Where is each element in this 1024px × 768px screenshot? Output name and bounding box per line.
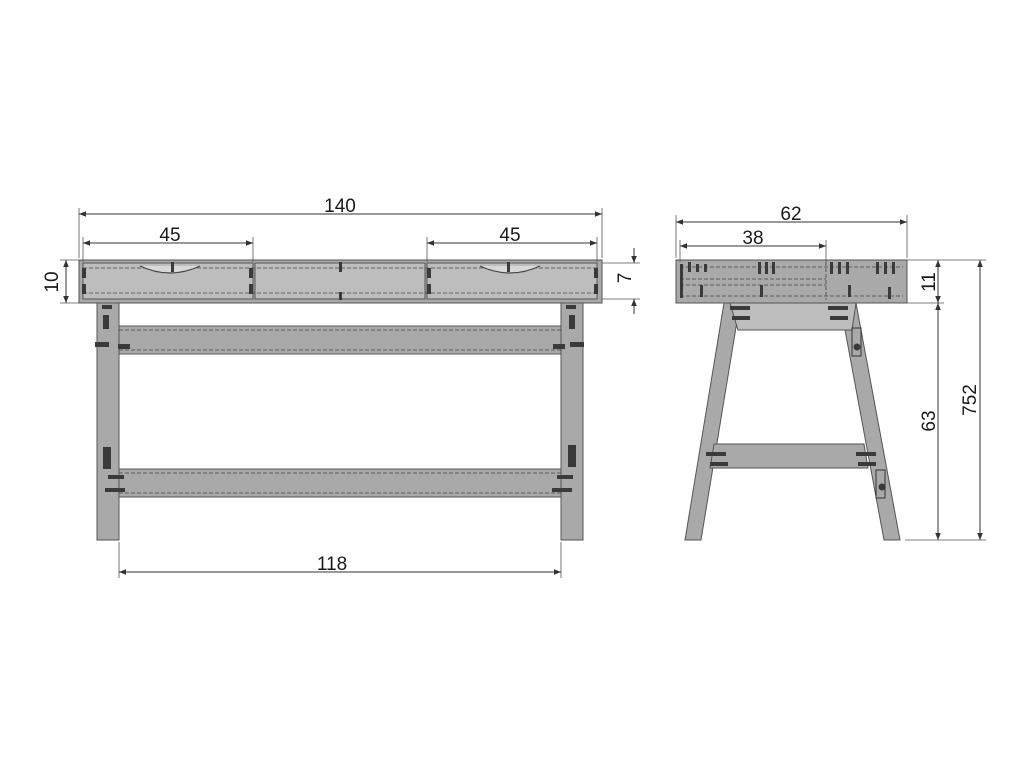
side-hardware [680,262,895,499]
side-left-leg [684,302,741,541]
side-right-leg [839,302,901,541]
front-lower-stretcher [118,468,562,498]
drawer-pull-left [139,265,201,274]
dim-leg-span: 118 [317,554,347,575]
side-tabletop [675,259,908,304]
front-left-leg [96,302,120,541]
dim-drawer-right-width: 45 [499,225,520,246]
dim-drawer-height: 7 [615,273,636,284]
front-right-leg [560,302,584,541]
side-lower-stretcher [709,443,869,469]
dim-overall-depth: 62 [780,204,801,225]
dim-leg-height: 63 [919,410,940,431]
side-dimensions: 62 38 11 63 752 [675,204,986,541]
dim-drawer-depth: 38 [742,228,763,249]
dim-side-top-thickness: 11 [919,272,940,292]
side-view [675,259,908,541]
dim-top-thickness: 10 [42,271,63,292]
dim-overall-height: 752 [960,384,981,416]
front-hardware [82,262,598,492]
front-view [78,259,603,541]
front-upper-stretcher [118,325,562,355]
dim-overall-width: 140 [324,196,356,217]
dim-drawer-left-width: 45 [159,225,180,246]
front-dimensions: 140 45 45 10 7 118 [42,196,640,578]
